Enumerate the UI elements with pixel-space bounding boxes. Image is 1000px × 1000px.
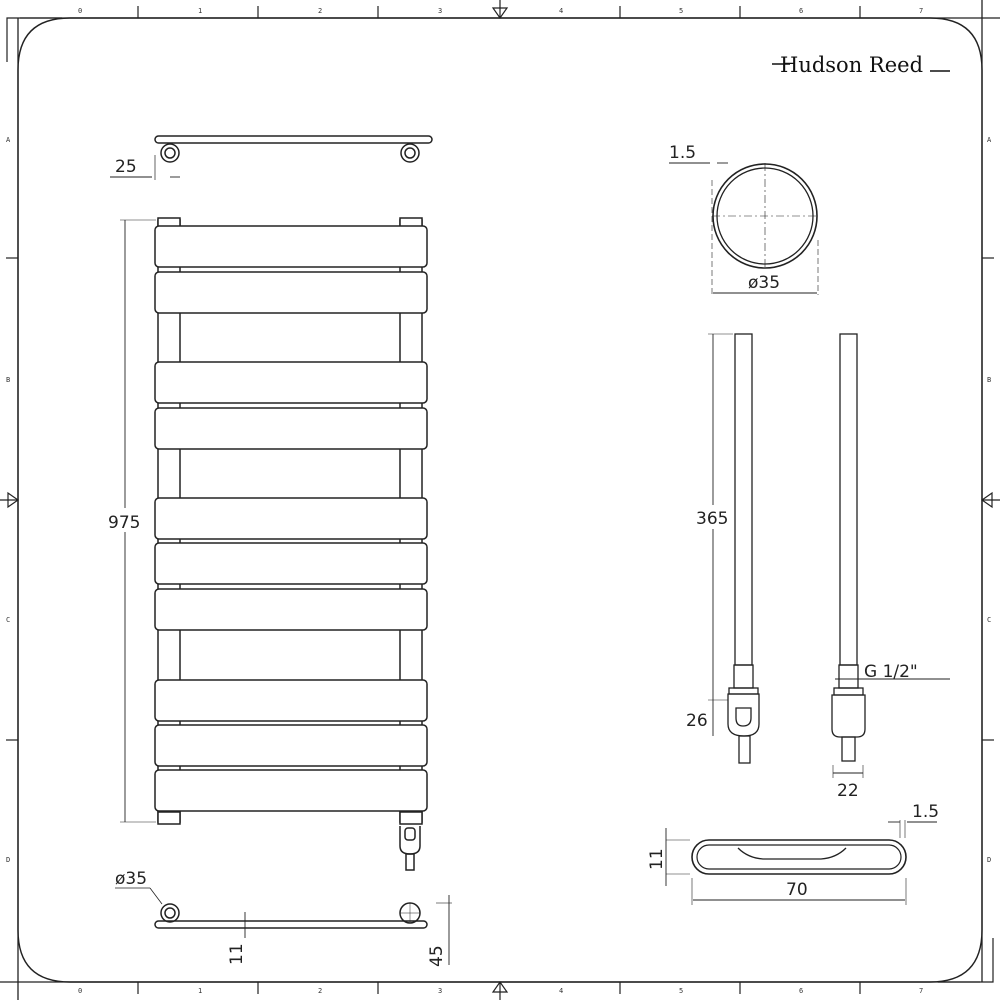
- top-view: [110, 135, 433, 180]
- svg-text:A: A: [6, 136, 11, 144]
- row-labels: A B C D A B C D: [6, 136, 992, 864]
- dim-11-bottom: 11: [227, 943, 247, 965]
- dim-g-1-2: G 1/2": [864, 662, 918, 682]
- brand-logo: Hudson Reed: [772, 53, 950, 77]
- svg-text:C: C: [987, 616, 991, 624]
- tube-section: [669, 162, 819, 295]
- column-labels: 0 1 2 3 4 5 6 7 0 1 2 3 4 5 6 7: [78, 7, 923, 995]
- dim-o35: ø35: [748, 273, 780, 293]
- svg-text:1: 1: [198, 7, 202, 15]
- svg-text:C: C: [6, 616, 10, 624]
- svg-text:0: 0: [78, 987, 82, 995]
- svg-text:D: D: [987, 856, 991, 864]
- svg-text:5: 5: [679, 7, 683, 15]
- dim-70: 70: [786, 880, 808, 900]
- dim-11-flat: 11: [647, 848, 667, 870]
- dim-o35-bottom: ø35: [115, 869, 147, 889]
- dim-975: 975: [108, 513, 140, 533]
- dim-26: 26: [686, 711, 708, 731]
- heating-element: [708, 333, 950, 778]
- svg-text:7: 7: [919, 987, 923, 995]
- dim-365: 365: [696, 509, 728, 529]
- svg-text:0: 0: [78, 7, 82, 15]
- svg-text:7: 7: [919, 7, 923, 15]
- dim-wall-1-5: 1.5: [669, 143, 696, 163]
- svg-text:3: 3: [438, 987, 442, 995]
- front-view: [120, 217, 428, 871]
- svg-text:D: D: [6, 856, 10, 864]
- svg-text:4: 4: [559, 7, 563, 15]
- svg-text:6: 6: [799, 987, 803, 995]
- svg-text:2: 2: [318, 987, 322, 995]
- svg-text:B: B: [6, 376, 10, 384]
- svg-text:2: 2: [318, 7, 322, 15]
- ruler-ticks: [6, 6, 994, 994]
- dim-25: 25: [115, 157, 137, 177]
- dim-wall-1-5-flat: 1.5: [912, 802, 939, 822]
- svg-text:Hudson Reed: Hudson Reed: [780, 53, 923, 77]
- svg-text:1: 1: [198, 987, 202, 995]
- svg-text:A: A: [987, 136, 992, 144]
- svg-text:6: 6: [799, 7, 803, 15]
- svg-text:4: 4: [559, 987, 563, 995]
- svg-text:5: 5: [679, 987, 683, 995]
- svg-text:3: 3: [438, 7, 442, 15]
- flat-bar-section: [665, 820, 937, 905]
- svg-text:B: B: [987, 376, 991, 384]
- bottom-view: [115, 887, 452, 965]
- dim-22: 22: [837, 781, 859, 801]
- dim-45: 45: [427, 945, 447, 967]
